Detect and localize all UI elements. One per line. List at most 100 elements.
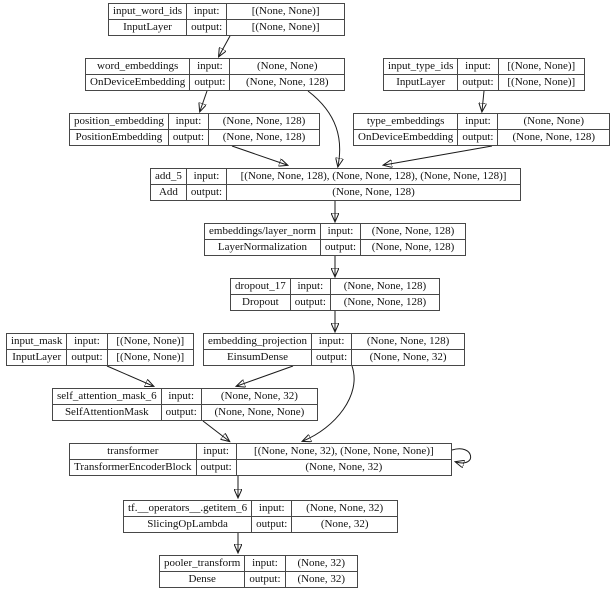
- output-shape: (None, None, 32): [305, 460, 383, 473]
- io-label-output: output:: [321, 239, 362, 255]
- io-label-input: input:: [186, 169, 228, 185]
- io-label-input: input:: [458, 59, 499, 75]
- output-shape: (None, None, 128): [343, 295, 427, 308]
- input-shape: [(None, None)]: [227, 4, 344, 20]
- layer-name: word_embeddings: [86, 59, 191, 75]
- output-shape: (None, None, 128): [246, 75, 329, 88]
- io-label-output: output:: [291, 294, 331, 310]
- output-shape: [(None, None)]: [116, 350, 185, 363]
- io-label-input: input:: [168, 114, 209, 130]
- layer-class: SlicingOpLambda: [124, 516, 253, 532]
- io-label-input: input:: [320, 224, 362, 240]
- io-label-input: input:: [161, 389, 202, 405]
- output-shape: (None, None, None): [214, 405, 305, 418]
- input-shape: [(None, None)]: [107, 334, 193, 350]
- input-shape: (None, None, 32): [292, 501, 397, 517]
- input-shape: (None, None, 128): [352, 334, 464, 350]
- output-shape: (None, None, 128): [332, 185, 415, 198]
- layer-class: SelfAttentionMask: [53, 404, 162, 420]
- layer-name: dropout_17: [231, 279, 291, 295]
- layer-class: Add: [151, 184, 187, 200]
- layer-name: self_attention_mask_6: [53, 389, 162, 405]
- input-shape: [(None, None)]: [498, 59, 584, 75]
- edge-embedding_projection-to-transformer: [303, 365, 355, 441]
- io-label-input: input:: [311, 334, 353, 350]
- io-label-output: output:: [245, 571, 286, 587]
- input-shape: (None, None): [230, 59, 344, 75]
- layer-class: LayerNormalization: [205, 239, 321, 255]
- layer-name: position_embedding: [70, 114, 169, 130]
- edge-word_embeddings-to-position_embedding: [200, 90, 208, 111]
- layer-class: PositionEmbedding: [70, 129, 169, 145]
- layer-class: InputLayer: [7, 349, 68, 365]
- output-shape: (None, 32): [320, 517, 369, 530]
- input-shape: [(None, None, 128), (None, None, 128), (…: [227, 169, 520, 185]
- input-shape: (None, None, 128): [209, 114, 319, 130]
- output-shape: (None, None, 128): [222, 130, 306, 143]
- layer-class: InputLayer: [109, 19, 188, 35]
- edge-input_type_ids-to-type_embeddings: [482, 90, 484, 111]
- io-label-output: output:: [458, 74, 499, 90]
- layer-name: add_5: [151, 169, 187, 185]
- output-shape: (None, None, 32): [369, 350, 447, 363]
- layer-name: embedding_projection: [204, 334, 312, 350]
- io-label-input: input:: [190, 59, 231, 75]
- io-label-output: output:: [458, 129, 499, 145]
- layer-class: Dropout: [231, 294, 291, 310]
- output-shape: (None, None, 128): [371, 240, 455, 253]
- io-label-output: output:: [187, 184, 228, 200]
- io-label-output: output:: [162, 404, 202, 420]
- layer-name: pooler_transform: [160, 556, 246, 572]
- input-shape: (None, None, 128): [330, 279, 439, 295]
- layer-class: OnDeviceEmbedding: [86, 74, 191, 90]
- input-shape: (None, None, 128): [361, 224, 465, 240]
- edge-self_attention_mask_6-to-transformer: [202, 420, 229, 441]
- io-label-input: input:: [67, 334, 108, 350]
- io-label-input: input:: [458, 114, 499, 130]
- layer-name: input_mask: [7, 334, 68, 350]
- layer-class: Dense: [160, 571, 246, 587]
- layer-name: tf.__operators__.getitem_6: [124, 501, 253, 517]
- layer-name: input_word_ids: [109, 4, 188, 20]
- layer-name: embeddings/layer_norm: [205, 224, 321, 240]
- layer-name: transformer: [70, 444, 197, 460]
- edge-embedding_projection-to-self_attention_mask_6: [237, 365, 294, 386]
- edge-type_embeddings-to-add_5: [384, 145, 493, 165]
- layer-class: InputLayer: [384, 74, 459, 90]
- layer-class: OnDeviceEmbedding: [354, 129, 459, 145]
- output-shape: [(None, None)]: [251, 20, 320, 33]
- io-label-input: input:: [245, 556, 286, 572]
- edge-transformer-to-transformer: [451, 448, 472, 463]
- io-label-output: output:: [67, 349, 108, 365]
- edge-position_embedding-to-add_5: [231, 145, 287, 165]
- io-label-output: output:: [197, 459, 237, 475]
- edge-input_mask-to-self_attention_mask_6: [106, 365, 153, 386]
- io-label-output: output:: [190, 74, 231, 90]
- output-shape: [(None, None)]: [507, 75, 576, 88]
- layer-name: input_type_ids: [384, 59, 459, 75]
- input-shape: (None, None): [498, 114, 609, 130]
- edge-input_word_ids-to-word_embeddings: [219, 35, 231, 56]
- io-label-output: output:: [252, 516, 293, 532]
- io-label-output: output:: [312, 349, 353, 365]
- io-label-output: output:: [187, 19, 228, 35]
- input-shape: [(None, None, 32), (None, None, None)]: [236, 444, 451, 460]
- input-shape: (None, 32): [285, 556, 357, 572]
- layer-class: EinsumDense: [204, 349, 312, 365]
- layer-name: type_embeddings: [354, 114, 459, 130]
- layer-class: TransformerEncoderBlock: [70, 459, 197, 475]
